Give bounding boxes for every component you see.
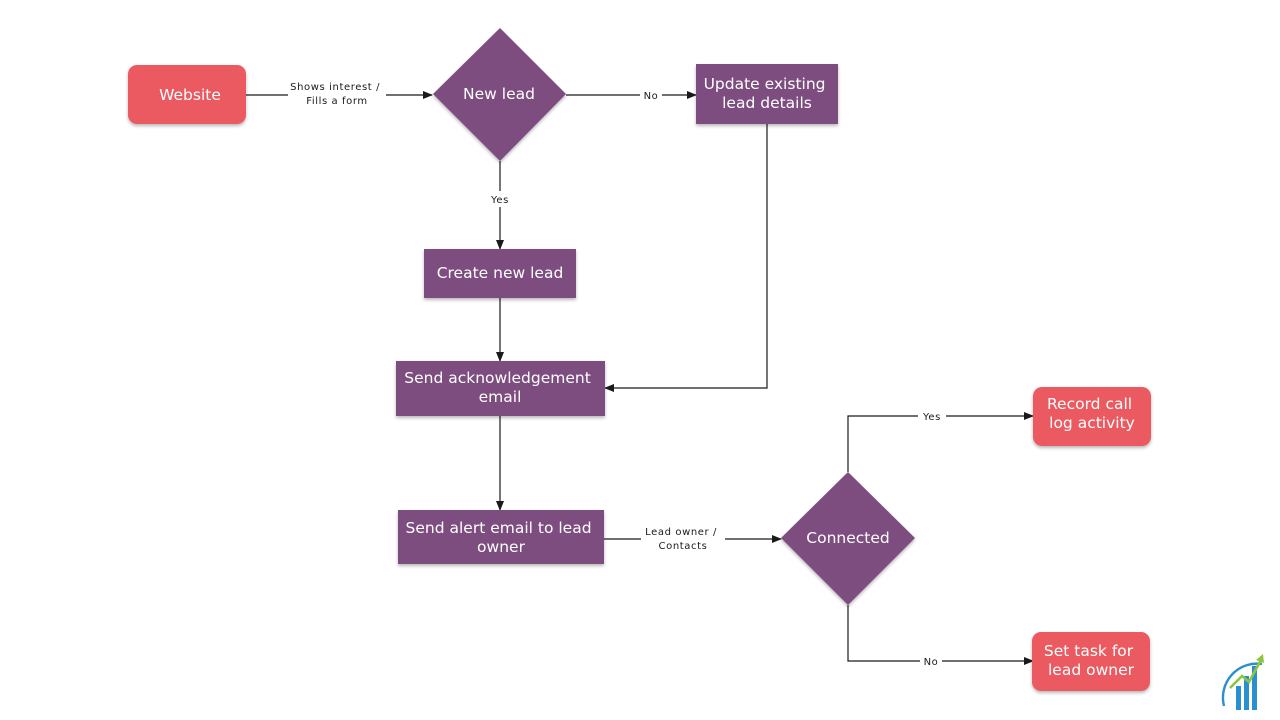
- bar-chart-growth-logo-icon: [1221, 654, 1264, 710]
- node-create-new-lead-label: Create new lead: [437, 264, 564, 282]
- edge-label-yes-connected: Yes: [922, 412, 941, 423]
- node-new-lead: New lead: [433, 28, 566, 161]
- node-set-task-label: Set task for lead owner: [1044, 642, 1138, 679]
- node-send-ack-email: Send acknowledgement email: [396, 361, 605, 416]
- node-connected: Connected: [781, 472, 915, 605]
- node-set-task: Set task for lead owner: [1032, 632, 1150, 691]
- edge-label-lead-owner-contacts: Lead owner / Contacts: [645, 527, 721, 552]
- edge-update-to-ack: [604, 124, 768, 392]
- node-send-alert-email-label: Send alert email to lead owner: [406, 519, 597, 556]
- node-connected-label: Connected: [806, 529, 889, 547]
- edge-connected-yes: [847, 412, 1034, 472]
- node-update-existing-label: Update existing lead details: [704, 75, 831, 112]
- node-record-call-label: Record call log activity: [1047, 395, 1137, 432]
- node-update-existing: Update existing lead details: [696, 64, 838, 124]
- node-new-lead-label: New lead: [463, 85, 535, 103]
- edges: [246, 91, 1034, 665]
- node-record-call: Record call log activity: [1033, 387, 1151, 446]
- edge-label-no-new-lead: No: [644, 91, 659, 102]
- edge-label-shows-interest: Shows interest / Fills a form: [290, 82, 384, 107]
- edge-labels: Shows interest / Fills a form No Yes Lea…: [288, 78, 946, 669]
- node-website: Website: [128, 65, 246, 124]
- node-create-new-lead: Create new lead: [424, 249, 576, 298]
- edge-connected-no: [847, 605, 1034, 665]
- edge-label-no-connected: No: [924, 657, 939, 668]
- edge-label-yes-new-lead: Yes: [490, 195, 509, 206]
- node-send-ack-email-label: Send acknowledgement email: [404, 369, 595, 406]
- node-send-alert-email: Send alert email to lead owner: [398, 510, 604, 564]
- node-website-label: Website: [159, 86, 221, 104]
